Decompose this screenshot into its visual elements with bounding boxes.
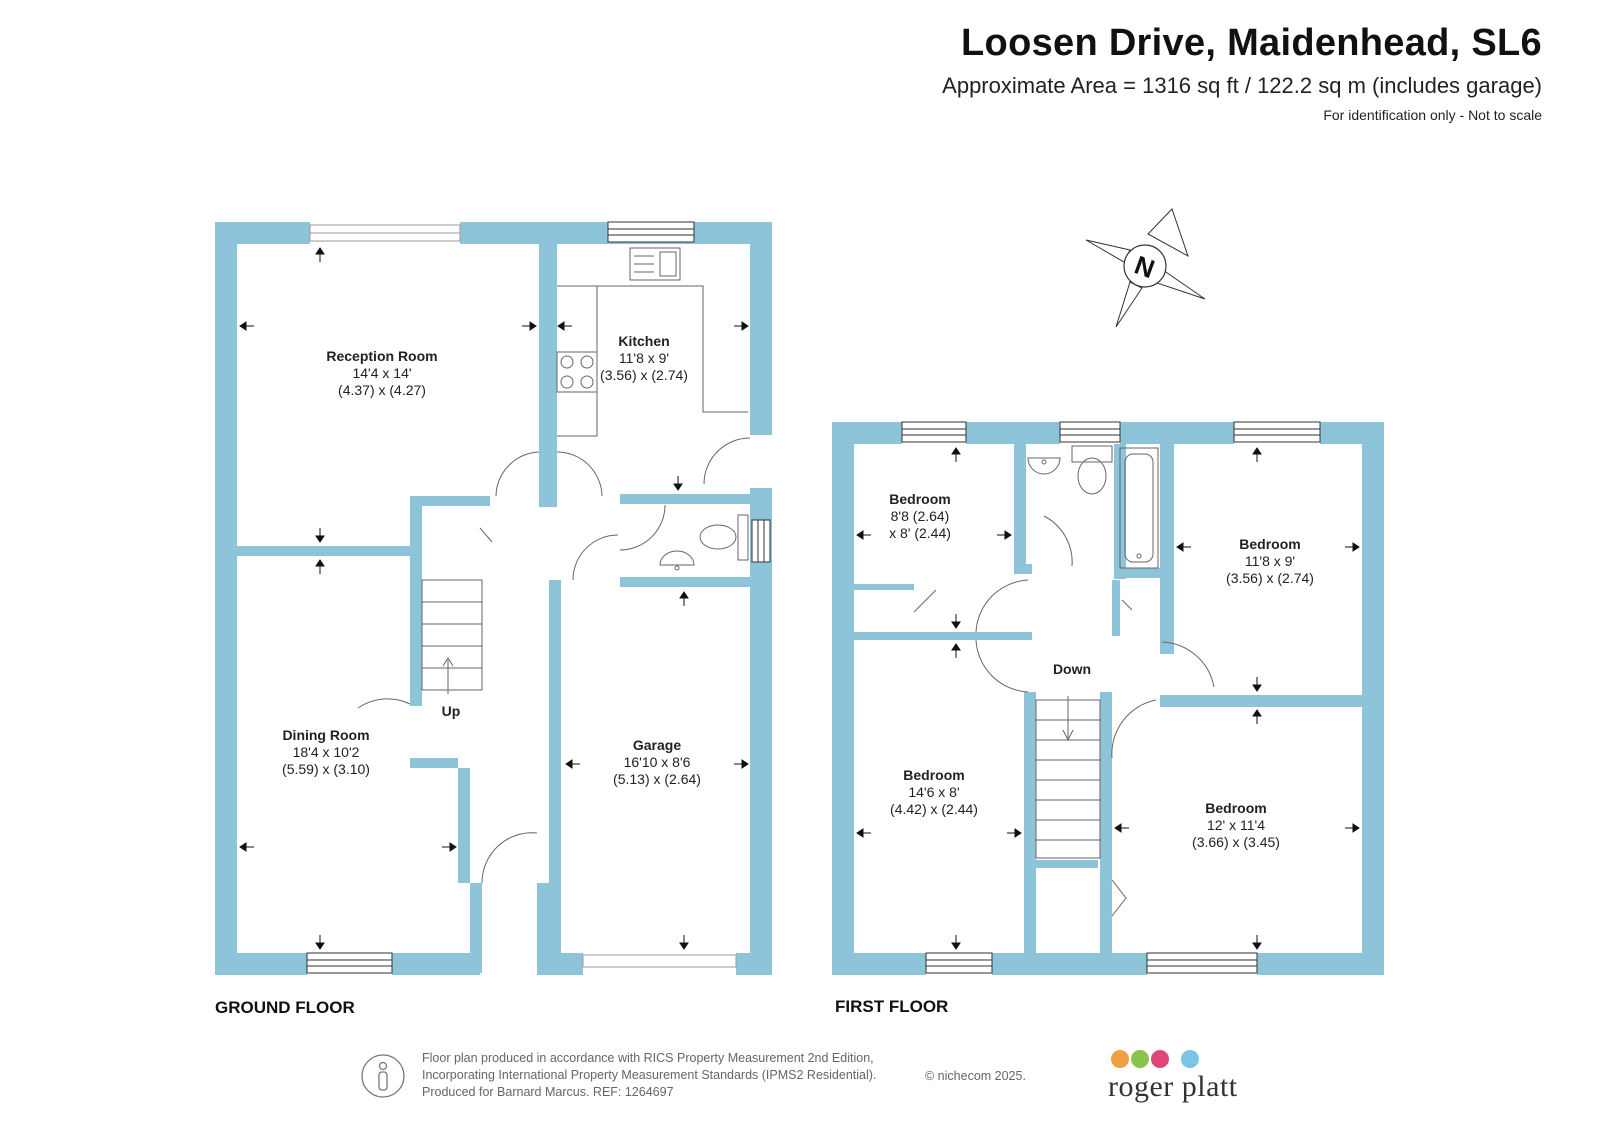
logo-dot [1111,1050,1129,1068]
logo-dot [1151,1050,1169,1068]
room-label-dining: Dining Room 18'4 x 10'2 (5.59) x (3.10) [282,727,370,777]
svg-text:14'6 x 8': 14'6 x 8' [908,784,959,800]
svg-text:(3.56) x (2.74): (3.56) x (2.74) [600,367,688,383]
agent-logo: roger platt [1108,1050,1238,1104]
person-icon [361,1053,405,1098]
svg-text:11'8 x 9': 11'8 x 9' [619,350,669,366]
room-label-bedroom-1: Bedroom 8'8 (2.64) x 8' (2.44) [889,491,951,541]
svg-text:Garage: Garage [633,737,681,753]
svg-text:(3.56) x (2.74): (3.56) x (2.74) [1226,570,1314,586]
room-label-kitchen: Kitchen 11'8 x 9' (3.56) x (2.74) [600,333,688,383]
svg-text:Bedroom: Bedroom [1239,536,1300,552]
compass-icon: N [1085,208,1206,328]
svg-text:12' x 11'4: 12' x 11'4 [1207,817,1265,833]
svg-text:(3.66) x (3.45): (3.66) x (3.45) [1192,834,1280,850]
logo-text: roger platt [1108,1070,1238,1103]
ground-floor-windows [306,221,771,974]
svg-text:Reception Room: Reception Room [326,348,437,364]
first-floor-fixtures [913,445,1215,917]
logo-dots-icon [1111,1050,1238,1068]
svg-text:x 8' (2.44): x 8' (2.44) [889,525,951,541]
svg-text:Kitchen: Kitchen [618,333,669,349]
first-floor-windows [901,421,1321,974]
approximate-area: Approximate Area = 1316 sq ft / 122.2 sq… [942,73,1542,98]
footer-line-1: Floor plan produced in accordance with R… [422,1051,874,1065]
room-label-reception: Reception Room 14'4 x 14' (4.37) x (4.27… [326,348,437,398]
svg-text:Bedroom: Bedroom [903,767,964,783]
room-label-bedroom-3: Bedroom 14'6 x 8' (4.42) x (2.44) [890,767,978,817]
footer-line-3: Produced for Barnard Marcus. REF: 126469… [422,1085,674,1099]
svg-text:(5.13) x (2.64): (5.13) x (2.64) [613,771,701,787]
svg-text:(5.59) x (3.10): (5.59) x (3.10) [282,761,370,777]
plan-header: Loosen Drive, Maidenhead, SL6 Approximat… [942,22,1542,123]
room-label-bedroom-2: Bedroom 11'8 x 9' (3.56) x (2.74) [1226,536,1314,586]
svg-text:14'4 x 14': 14'4 x 14' [352,365,411,381]
svg-text:11'8 x 9': 11'8 x 9' [1245,553,1295,569]
svg-text:18'4 x 10'2: 18'4 x 10'2 [293,744,360,760]
property-title: Loosen Drive, Maidenhead, SL6 [961,22,1542,64]
svg-text:8'8 (2.64): 8'8 (2.64) [891,508,950,524]
logo-dot [1131,1050,1149,1068]
dimension-arrows [239,247,1360,950]
room-label-garage: Garage 16'10 x 8'6 (5.13) x (2.64) [613,737,701,787]
stairs-up-label: Up [442,703,461,719]
svg-text:Bedroom: Bedroom [1205,800,1266,816]
logo-dot [1181,1050,1199,1068]
footer-notice: Floor plan produced in accordance with R… [360,1050,876,1101]
svg-text:(4.42) x (2.44): (4.42) x (2.44) [890,801,978,817]
room-label-bedroom-4: Bedroom 12' x 11'4 (3.66) x (3.45) [1192,800,1280,850]
first-floor-plan [832,422,1384,975]
ground-floor-fixtures [357,247,751,884]
svg-text:Bedroom: Bedroom [889,491,950,507]
ground-floor-label: GROUND FLOOR [215,998,355,1017]
first-floor-label: FIRST FLOOR [835,997,948,1016]
svg-text:Dining Room: Dining Room [282,727,369,743]
copyright: © nichecom 2025. [925,1069,1026,1083]
stairs-down-label: Down [1053,661,1091,677]
svg-text:(4.37) x (4.27): (4.37) x (4.27) [338,382,426,398]
footer-line-2: Incorporating International Property Mea… [422,1068,877,1082]
identification-note: For identification only - Not to scale [1323,107,1542,123]
svg-text:16'10 x 8'6: 16'10 x 8'6 [624,754,691,770]
